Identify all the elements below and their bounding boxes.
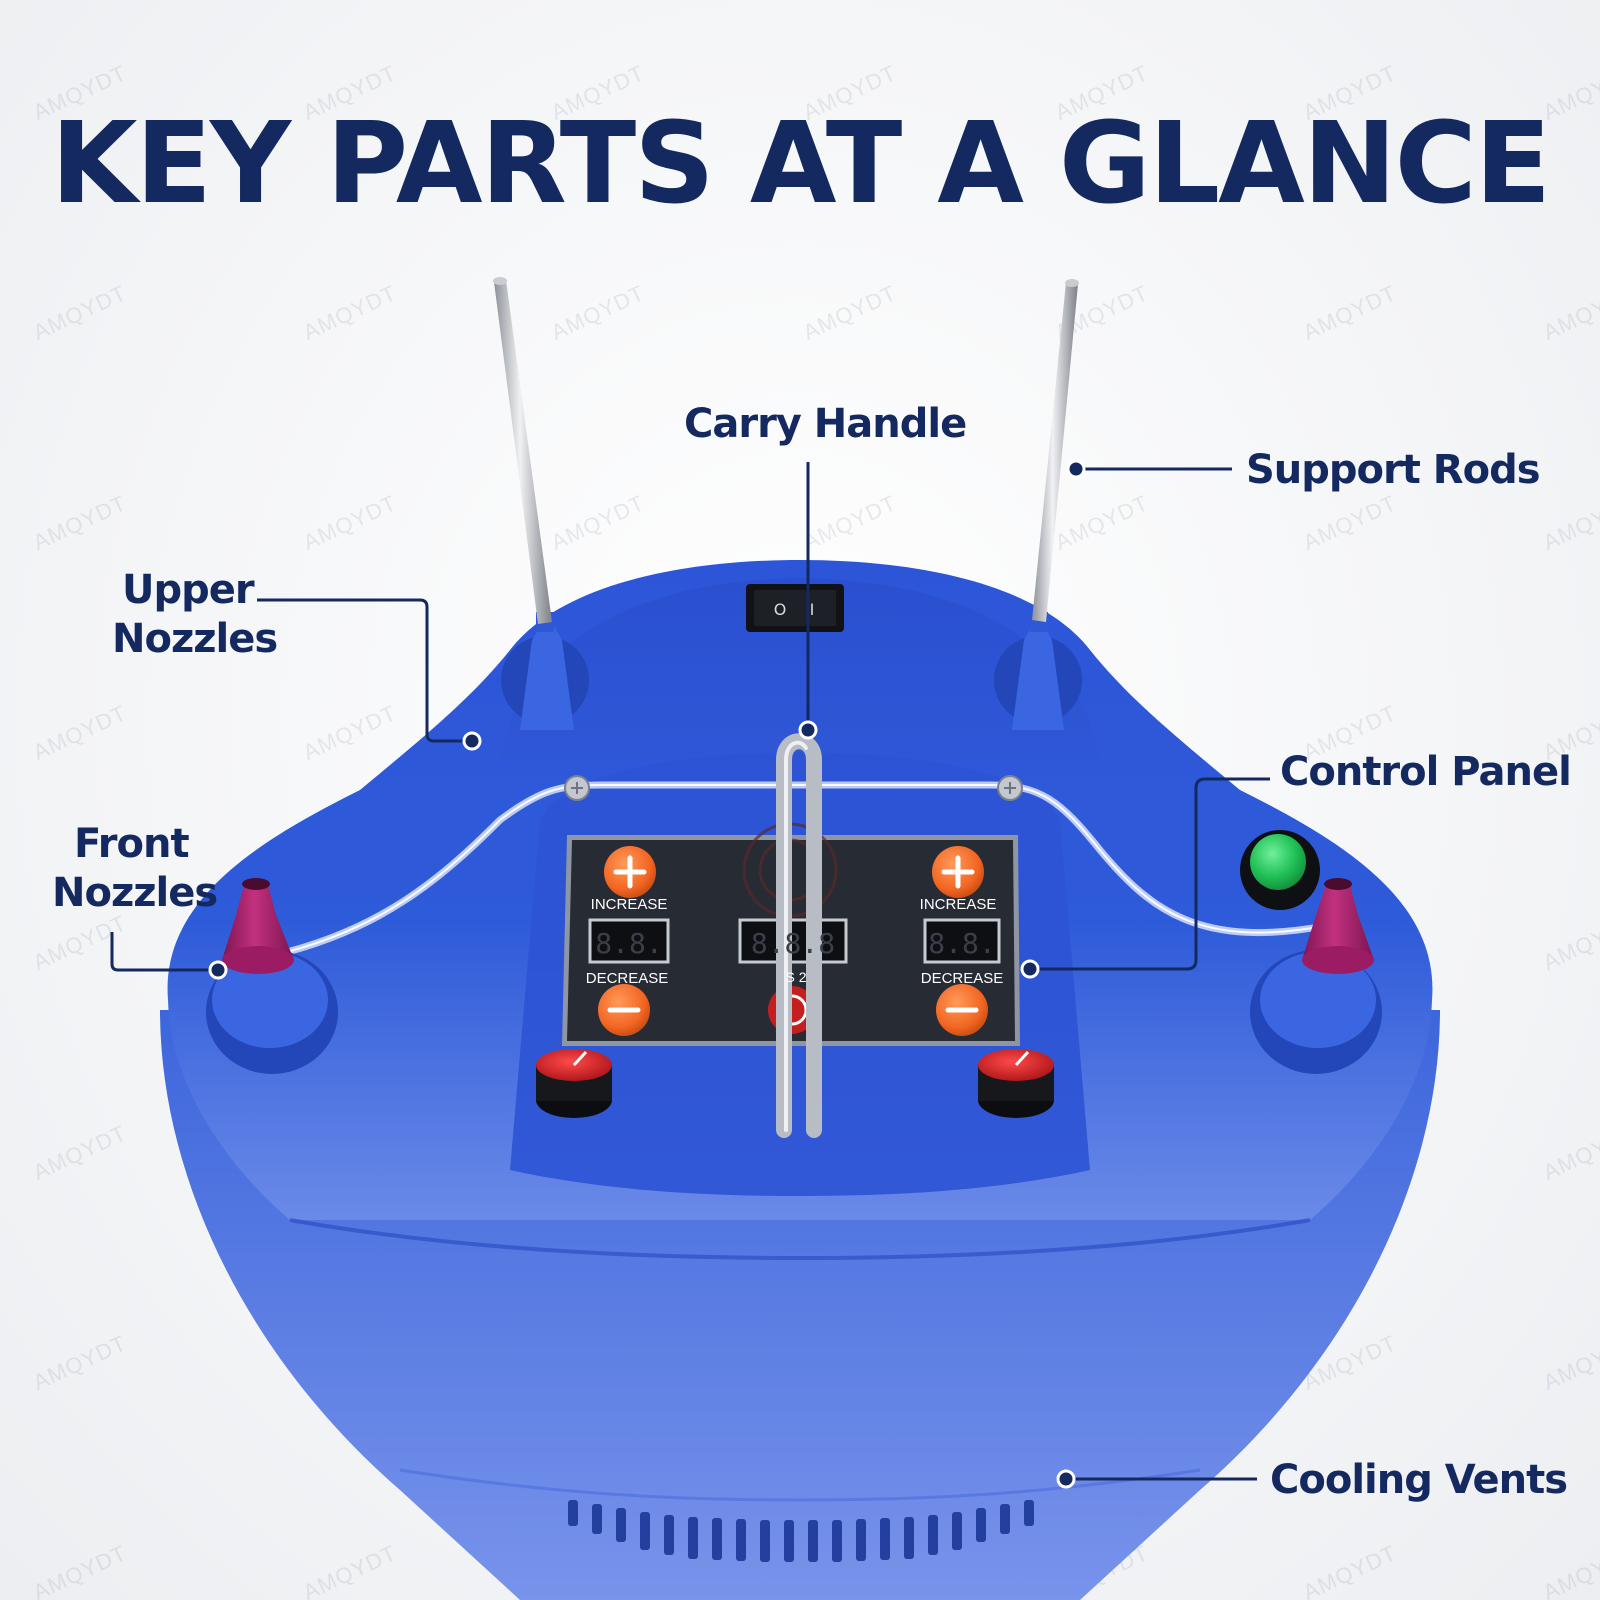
upper-nozzle-right <box>994 612 1082 730</box>
knob-right <box>978 1049 1054 1118</box>
display-center: 8.8.8 <box>751 927 835 960</box>
callout-cooling-vents: Cooling Vents <box>1270 1457 1568 1503</box>
plus-icon <box>613 855 647 889</box>
screw-right <box>997 775 1023 801</box>
svg-text:I: I <box>810 600 815 619</box>
callout-upper-nozzles: Upper Nozzles <box>112 566 278 664</box>
dot-carry-handle <box>798 720 818 740</box>
power-button <box>1240 830 1320 910</box>
leader-control-panel <box>1030 777 1270 971</box>
support-rod-left <box>493 277 552 624</box>
front-nozzle-right <box>1250 878 1382 1074</box>
decrease-label-left: DECREASE <box>586 970 669 987</box>
screw-left <box>564 775 590 801</box>
dot-control-panel <box>1020 959 1040 979</box>
upper-nozzle-left <box>501 612 589 730</box>
dot-cooling-vents <box>1056 1469 1076 1489</box>
callout-front-nozzles-line2: Nozzles <box>52 869 218 916</box>
decrease-label-right: DECREASE <box>921 970 1004 987</box>
leader-front-nozzles <box>110 932 218 972</box>
increase-label-left: INCREASE <box>591 896 668 913</box>
support-rod-right <box>1032 279 1079 622</box>
callout-control-panel: Control Panel <box>1280 749 1572 795</box>
increase-button-right <box>932 846 984 898</box>
cooling-vents <box>568 1500 1034 1562</box>
callout-front-nozzles: Front Nozzles <box>52 820 218 918</box>
display-left: 8.8. <box>595 927 662 960</box>
callout-front-nozzles-line1: Front <box>74 821 190 867</box>
dot-support-rods <box>1066 459 1086 479</box>
dot-upper-nozzles <box>462 731 482 751</box>
svg-text:O: O <box>774 600 787 619</box>
pump-top-hump <box>500 578 1100 760</box>
knob-left <box>536 1049 612 1118</box>
display-right: 8.8. <box>928 927 995 960</box>
callout-upper-nozzles-line1: Upper <box>122 567 255 613</box>
power-switch-icon: O I <box>746 584 844 632</box>
decrease-button-right <box>936 984 988 1036</box>
dot-front-nozzles <box>208 960 228 980</box>
leader-upper-nozzles <box>257 598 472 743</box>
center-caption: S 2 <box>785 969 806 985</box>
increase-button-left <box>604 846 656 898</box>
plus-icon <box>941 855 975 889</box>
callout-carry-handle: Carry Handle <box>684 401 967 447</box>
increase-label-right: INCREASE <box>920 896 997 913</box>
callout-upper-nozzles-line2: Nozzles <box>112 615 278 662</box>
decrease-button-left <box>598 984 650 1036</box>
callout-support-rods: Support Rods <box>1246 447 1541 493</box>
front-nozzle-left <box>206 878 338 1074</box>
page-title: KEY PARTS AT A GLANCE <box>50 99 1552 229</box>
